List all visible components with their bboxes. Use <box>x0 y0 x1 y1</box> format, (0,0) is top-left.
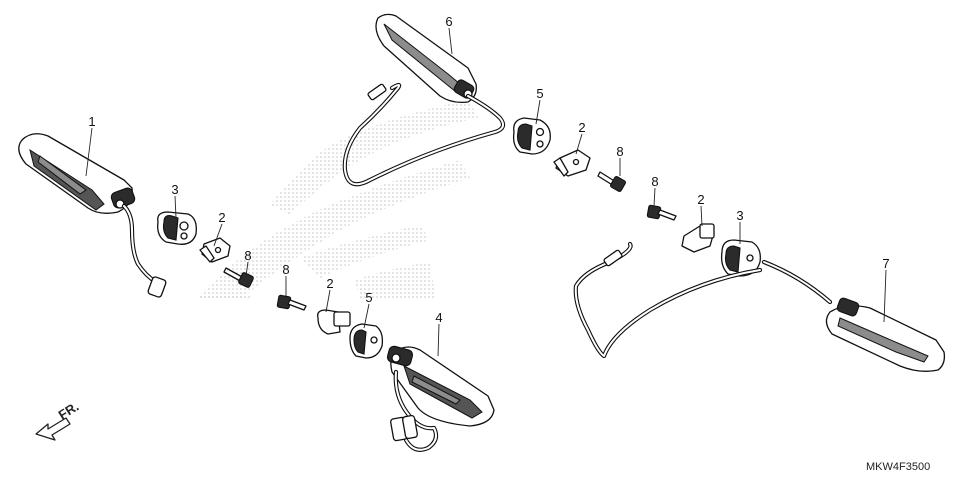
grommet-5-center <box>349 323 384 359</box>
bolt-8-right <box>646 204 677 221</box>
callout-3-right: 3 <box>736 208 743 223</box>
callout-3-left: 3 <box>171 182 178 197</box>
turn-signal-7 <box>573 241 946 372</box>
leader-lines <box>85 27 887 357</box>
callout-8-left: 8 <box>244 248 251 263</box>
direction-label: FR. <box>56 399 82 423</box>
turn-signal-4 <box>386 345 495 452</box>
bracket-2-left <box>199 237 231 263</box>
callout-6: 6 <box>445 14 452 29</box>
bracket-2-center <box>317 309 351 335</box>
bolt-8-upper <box>597 171 627 193</box>
callout-2-right: 2 <box>697 192 704 207</box>
callout-8-right: 8 <box>651 174 658 189</box>
turn-signal-1 <box>18 133 167 298</box>
callout-5-center: 5 <box>365 290 372 305</box>
callout-5-upper: 5 <box>536 86 543 101</box>
callouts: 1 3 2 8 8 2 5 4 6 5 2 8 8 2 3 7 <box>88 14 889 325</box>
grommet-3-right <box>720 239 761 277</box>
bolt-8-center <box>276 294 307 311</box>
grommet-5-upper <box>512 117 551 155</box>
callout-8-upper: 8 <box>616 144 623 159</box>
bracket-2-right <box>681 223 715 253</box>
callout-4: 4 <box>435 310 442 325</box>
callout-2-upper: 2 <box>578 120 585 135</box>
callout-2-center: 2 <box>326 276 333 291</box>
front-arrow-icon: FR. <box>35 399 82 441</box>
wing-logo-watermark <box>195 100 478 300</box>
diagram-code: MKW4F3500 <box>866 461 930 473</box>
callout-7: 7 <box>882 256 889 271</box>
callout-1: 1 <box>88 114 95 129</box>
callout-2-left: 2 <box>218 210 225 225</box>
turn-signal-6 <box>342 13 506 187</box>
grommet-3-left <box>157 211 197 245</box>
bolt-8-left <box>223 267 254 288</box>
callout-8-center: 8 <box>282 262 289 277</box>
bracket-2-upper <box>553 149 591 177</box>
